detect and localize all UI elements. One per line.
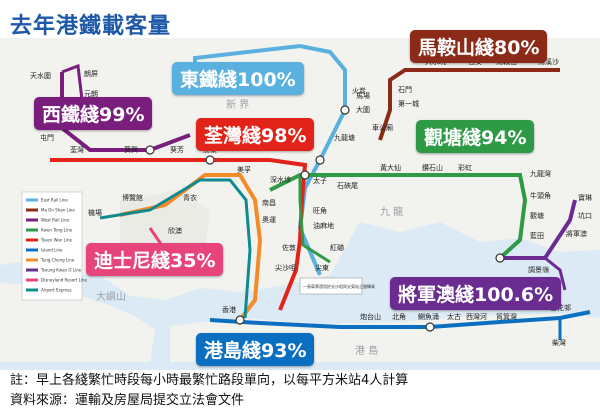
station-shek-mun: 石門	[398, 86, 412, 94]
airport-express-line	[99, 178, 252, 319]
legend-label: Kwun Tong Line	[41, 228, 73, 233]
station-shek-kip-mei: 石硤尾	[337, 181, 358, 190]
station-north-point: 北角	[392, 312, 406, 321]
legend-label: Disneyland Resort Line	[41, 278, 87, 283]
station-che-kung-temple: 車公廟	[372, 123, 393, 132]
area-hk-island: 港 島	[355, 344, 378, 357]
station-sunny-bay: 欣澳	[168, 226, 182, 235]
station-heng-fa-chuen: 杏花邨	[550, 303, 571, 312]
station-wu-kai-sha: 烏溪沙	[538, 57, 559, 66]
station-yuen-long: 元朗	[84, 89, 98, 98]
station-long-ping: 朗屏	[84, 69, 98, 78]
interchange-north-point	[425, 322, 435, 332]
station-lam-tin: 藍田	[530, 231, 544, 240]
page-title: 去年港鐵載客量	[10, 14, 172, 39]
legend-label: Tsuen Wan Line	[40, 238, 73, 243]
callout-disneyland: 迪士尼綫35%	[86, 243, 224, 276]
transfer-notice-box	[299, 277, 363, 295]
legend-label: Tung Chung Line	[40, 258, 75, 263]
station-kowloon-tong: 九龍塘	[334, 133, 355, 142]
legend-label: Tseung Kwan O Line	[40, 268, 82, 273]
callout-ma-on-shan: 馬鞍山綫80%	[410, 30, 548, 63]
legend-label: East Rail Line	[41, 198, 68, 203]
station-sai-wan-ho: 西灣河	[466, 312, 487, 321]
interchange-tsuen-wan-west	[145, 145, 155, 155]
footnote-source: 資料來源：運輸及房屋局提交立法會文件	[10, 393, 245, 408]
area-kowloon: 九 龍	[380, 205, 403, 218]
station-fo-tan: 火炭	[352, 87, 366, 95]
interchange-prince-edward	[300, 170, 310, 180]
station-nam-cheong: 南昌	[262, 198, 276, 207]
station-tsuen-wan: 荃灣	[70, 145, 84, 154]
legend-label: Island Line	[41, 248, 63, 253]
station-tin-shui-wai: 天水圍	[30, 71, 51, 80]
interchange-central	[235, 315, 245, 325]
interchange-lai-king	[205, 155, 215, 165]
station-racecourse: 馬場	[356, 91, 370, 100]
tko-lohas-branch	[544, 256, 567, 291]
callout-island: 港島綫93%	[196, 333, 315, 366]
station-diamond-hill: 鑽石山	[422, 163, 443, 172]
legend-label: Ma On Shan Line	[41, 208, 75, 213]
station-kwai-hing: 葵興	[124, 145, 138, 154]
station-yau-ma-tei: 油麻地	[313, 221, 334, 230]
west-rail-branch	[61, 63, 84, 101]
interchange-kowloon-tong	[315, 155, 325, 165]
kwun-tong-west-branch	[298, 175, 331, 264]
station-quarry-bay: 鰂魚涌	[418, 312, 439, 321]
station-kwai-fong: 葵芳	[170, 145, 184, 154]
station-sham-shui-po: 深水埗	[270, 175, 291, 184]
callout-tseung-kwan-o: 將軍澳綫100.6%	[390, 277, 562, 310]
legend-label: Airport Express	[41, 288, 72, 293]
station-choi-hung: 彩虹	[458, 163, 472, 172]
ma-on-shan-line	[378, 68, 560, 141]
station-tsing-yi: 青衣	[183, 193, 197, 202]
area-new-territories: 新 界	[226, 98, 249, 111]
station-ngau-tau-kok: 牛頭角	[530, 191, 551, 200]
station-fortress-hill: 炮台山	[360, 312, 381, 321]
station-hung-hom: 紅磡	[330, 243, 344, 252]
callout-kwun-tong: 觀塘綫94%	[416, 120, 535, 153]
area-lantau: 大嶼山	[96, 290, 126, 303]
callout-west-rail: 西鐵綫99%	[34, 97, 153, 130]
station-olympic: 奧運	[262, 215, 276, 224]
station-prince-edward: 太子	[313, 176, 327, 185]
interchange-yau-tong	[495, 253, 505, 263]
callout-tsuen-wan: 荃灣綫98%	[196, 118, 315, 151]
station-city-one: 第一城	[398, 99, 419, 108]
station-hang-hau: 坑口	[578, 211, 592, 220]
station-kwun-tong: 觀塘	[530, 211, 544, 220]
callout-east-rail: 東鐵綫100%	[172, 62, 304, 95]
station-kowloon-bay: 九龍灣	[530, 169, 551, 178]
station-asiaworld-expo: 博覽館	[122, 193, 143, 202]
legend-label: West Rail Line	[41, 218, 70, 223]
station-tsim-sha-tsui: 尖沙咀	[275, 263, 296, 272]
tsuen-wan-line	[50, 158, 308, 311]
station-tseung-kwan-o: 將軍澳	[566, 229, 587, 238]
station-shau-kei-wan: 筲箕灣	[496, 312, 517, 321]
station-mong-kok: 旺角	[313, 206, 327, 215]
station-tiu-keng-leng: 調景嶺	[528, 265, 549, 274]
lantau-island	[0, 282, 155, 362]
station-chai-wan: 柴灣	[552, 338, 566, 347]
station-jordan: 佐敦	[282, 243, 296, 252]
footnote-note: 註：早上各綫繁忙時段每小時最繁忙路段單向，以每平方米站4人計算	[10, 373, 409, 388]
station-po-lam: 寶琳	[578, 193, 592, 202]
interchange-tai-wai	[340, 105, 350, 115]
station-airport: 機場	[88, 208, 102, 217]
station-wong-tai-sin: 黃大仙	[380, 163, 401, 172]
station-tai-koo: 太古	[447, 312, 461, 321]
transfer-notice: 一張車票適用於尖沙咀與尖東站之間轉乘	[303, 283, 375, 289]
station-east-tsim-sha-tsui: 尖東	[315, 263, 329, 272]
station-hong-kong: 香港	[222, 305, 236, 314]
station-tai-wai: 大圍	[356, 105, 370, 114]
station-tuen-mun: 屯門	[40, 133, 54, 142]
tung-chung-line	[119, 173, 263, 322]
station-mei-foo: 美孚	[237, 165, 251, 174]
footnotes: 註：早上各綫繁忙時段每小時最繁忙路段單向，以每平方米站4人計算 資料來源：運輸及…	[10, 371, 408, 411]
tseung-kwan-o-line	[500, 199, 577, 260]
